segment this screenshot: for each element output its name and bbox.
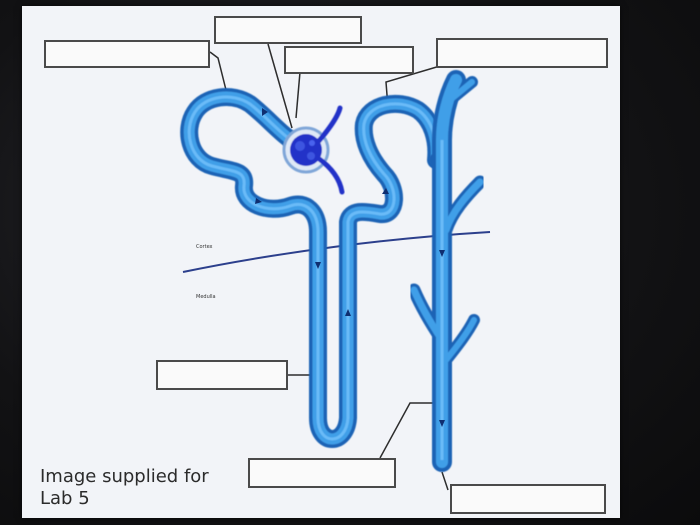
label-box-top-right[interactable]	[436, 38, 608, 68]
efferent-arteriole	[315, 155, 345, 195]
caption-line-1: Image supplied for	[40, 466, 209, 487]
nephron-tubule	[180, 88, 446, 448]
flow-arrow	[315, 262, 321, 269]
flow-arrow	[345, 309, 351, 316]
collecting-duct	[407, 70, 487, 472]
flow-arrow	[439, 250, 445, 257]
label-box-top-left[interactable]	[44, 40, 210, 68]
slide-caption: Image supplied for Lab 5	[40, 466, 209, 510]
leader-line-top-left	[209, 51, 229, 99]
cortex-label: Cortex	[196, 244, 213, 250]
medulla-label: Medulla	[196, 294, 216, 300]
flow-arrow	[255, 198, 262, 204]
leader-lines	[209, 43, 449, 491]
leader-line-top-center	[267, 43, 293, 129]
leader-line-bottom-right	[441, 471, 449, 491]
leader-line-top-mid	[295, 71, 301, 119]
label-box-left-middle[interactable]	[156, 360, 288, 390]
caption-line-2: Lab 5	[40, 488, 90, 509]
flow-arrow	[439, 420, 445, 427]
label-box-top-center[interactable]	[214, 16, 362, 44]
flow-arrow	[262, 108, 268, 116]
flow-arrows	[255, 108, 445, 427]
glomerulus	[282, 105, 345, 195]
flow-arrow	[382, 188, 389, 194]
afferent-arteriole	[315, 105, 343, 145]
leader-line-bottom-center	[379, 402, 440, 459]
label-box-bottom-center[interactable]	[248, 458, 396, 488]
label-box-bottom-right[interactable]	[450, 484, 606, 514]
label-box-top-mid[interactable]	[284, 46, 414, 74]
